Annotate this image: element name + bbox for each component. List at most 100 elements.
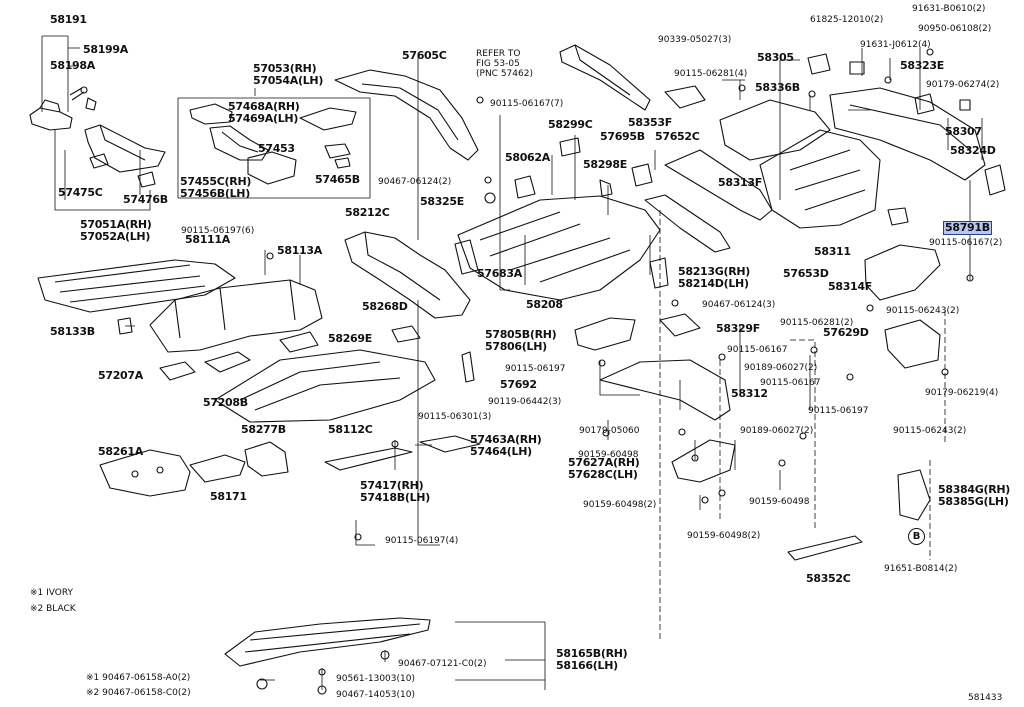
part-57683A: [454, 239, 479, 275]
part-label: 90115-06243(2): [886, 306, 960, 316]
part-label: 57453: [258, 142, 295, 155]
part-58329F: [659, 313, 701, 337]
part-57054A: [299, 107, 357, 131]
part-57455C: [247, 151, 297, 185]
part-label: 57475C: [58, 186, 103, 199]
part-58112C: [214, 349, 436, 423]
part-61825: [849, 61, 865, 75]
part-58277B: [244, 441, 289, 477]
part-label: 58133B: [50, 325, 95, 338]
part-90179-06274: [959, 99, 971, 111]
part-label: 57476B: [123, 193, 168, 206]
part-label: 58199A: [83, 43, 128, 56]
part-label: 90115-06197(6): [181, 226, 255, 236]
part-58062A: [514, 175, 536, 199]
part-58299C: [559, 137, 581, 157]
part-57417: [324, 447, 413, 471]
part-label: 58213G(RH) 58214D(LH): [678, 265, 751, 290]
part-57468A: [189, 103, 233, 125]
part-57653D: [644, 194, 731, 253]
part-label: 90115-06197: [505, 364, 566, 374]
callout-b-circle: B: [908, 528, 925, 545]
part-label: 90467-06124(3): [702, 300, 776, 310]
part-label: 57455C(RH) 57456B(LH): [180, 175, 252, 200]
fastener-90467-14053: [317, 685, 327, 695]
part-57463A: [419, 435, 481, 453]
part-label: 58299C: [548, 118, 593, 131]
part-58384G: [897, 469, 931, 521]
part-58311-pan: [759, 129, 881, 229]
part-58212C: [344, 231, 471, 319]
diagram-id: 581433: [968, 693, 1003, 703]
part-label: 58384G(RH) 58385G(LH): [938, 483, 1011, 508]
part-label: 58325E: [420, 195, 464, 208]
part-label: 90159-60498: [578, 450, 639, 460]
part-label: 90467-06124(2): [378, 177, 452, 187]
part-label: 58269E: [328, 332, 372, 345]
part-label: 57805B(RH) 57806(LH): [485, 328, 557, 353]
part-label-highlighted[interactable]: 58791B: [943, 221, 992, 235]
part-57692: [461, 351, 475, 383]
fastener-90467-06158: [256, 678, 268, 690]
part-label: 58352C: [806, 572, 851, 585]
part-label: 57465B: [315, 173, 360, 186]
part-label: 90115-06197(4): [385, 536, 459, 546]
part-57605C: [334, 69, 479, 161]
part-57476B: [137, 171, 156, 188]
part-label: 91631-J0612(4): [860, 40, 931, 50]
part-58791B: [887, 207, 909, 226]
part-label: 58112C: [328, 423, 373, 436]
part-58313F: [719, 99, 831, 161]
part-label: 90115-06167(2): [929, 238, 1003, 248]
part-57462-member: [559, 44, 651, 111]
part-label: 61825-12010(2): [810, 15, 884, 25]
part-label: 57627A(RH) 57628C(LH): [568, 456, 640, 481]
part-label: 58208: [526, 298, 563, 311]
fastener-90467-07121: [380, 650, 390, 660]
part-57629D: [884, 319, 941, 369]
part-57627A: [671, 439, 736, 483]
part-label: 58314F: [828, 280, 872, 293]
part-label: 57051A(RH) 57052A(LH): [80, 218, 152, 243]
part-label: 90115-06243(2): [893, 426, 967, 436]
clip-58133B: [117, 317, 133, 335]
part-label: 91631-B0610(2): [912, 4, 986, 14]
part-57475C: [89, 153, 109, 169]
part-label: 58261A: [98, 445, 143, 458]
part-label: 58165B(RH) 58166(LH): [556, 647, 628, 672]
part-label: 58111A: [185, 233, 230, 246]
part-58323E: [914, 93, 935, 115]
part-57208B: [204, 351, 251, 373]
part-58353F: [664, 85, 706, 109]
part-label: 58171: [210, 490, 247, 503]
part-label: 58353F: [628, 116, 672, 129]
part-label: 58311: [814, 245, 851, 258]
part-label: 58312: [731, 387, 768, 400]
part-58307-panel: [829, 87, 986, 181]
part-57453: [209, 125, 269, 161]
part-label: 58323E: [900, 59, 944, 72]
part-label: 91651-B0814(2): [884, 564, 958, 574]
part-58325E: [484, 192, 496, 204]
part-58111A-tunnel: [149, 279, 323, 353]
part-58261A: [99, 449, 191, 497]
part-label: 90159-60498(2): [687, 531, 761, 541]
part-58269E: [279, 331, 319, 353]
part-label: 58313F: [718, 176, 762, 189]
part-58268D: [391, 325, 421, 343]
part-label: 90561-13003(10): [336, 674, 415, 684]
part-label: 90115-06167: [727, 345, 788, 355]
part-57207A: [159, 361, 196, 381]
part-58165B: [224, 617, 431, 667]
part-label: 90189-06027(2): [740, 426, 814, 436]
part-label: 58277B: [241, 423, 286, 436]
part-label: 90159-60498(2): [583, 500, 657, 510]
part-label: 90179-06219(4): [925, 388, 999, 398]
part-label: 57683A: [477, 267, 522, 280]
part-label: 90467-07121-C0(2): [398, 659, 487, 669]
part-label: 58062A: [505, 151, 550, 164]
part-label: 58191: [50, 13, 87, 26]
part-label: 57652C: [655, 130, 700, 143]
reference-note: REFER TO FIG 53-05 (PNC 57462): [476, 49, 533, 79]
